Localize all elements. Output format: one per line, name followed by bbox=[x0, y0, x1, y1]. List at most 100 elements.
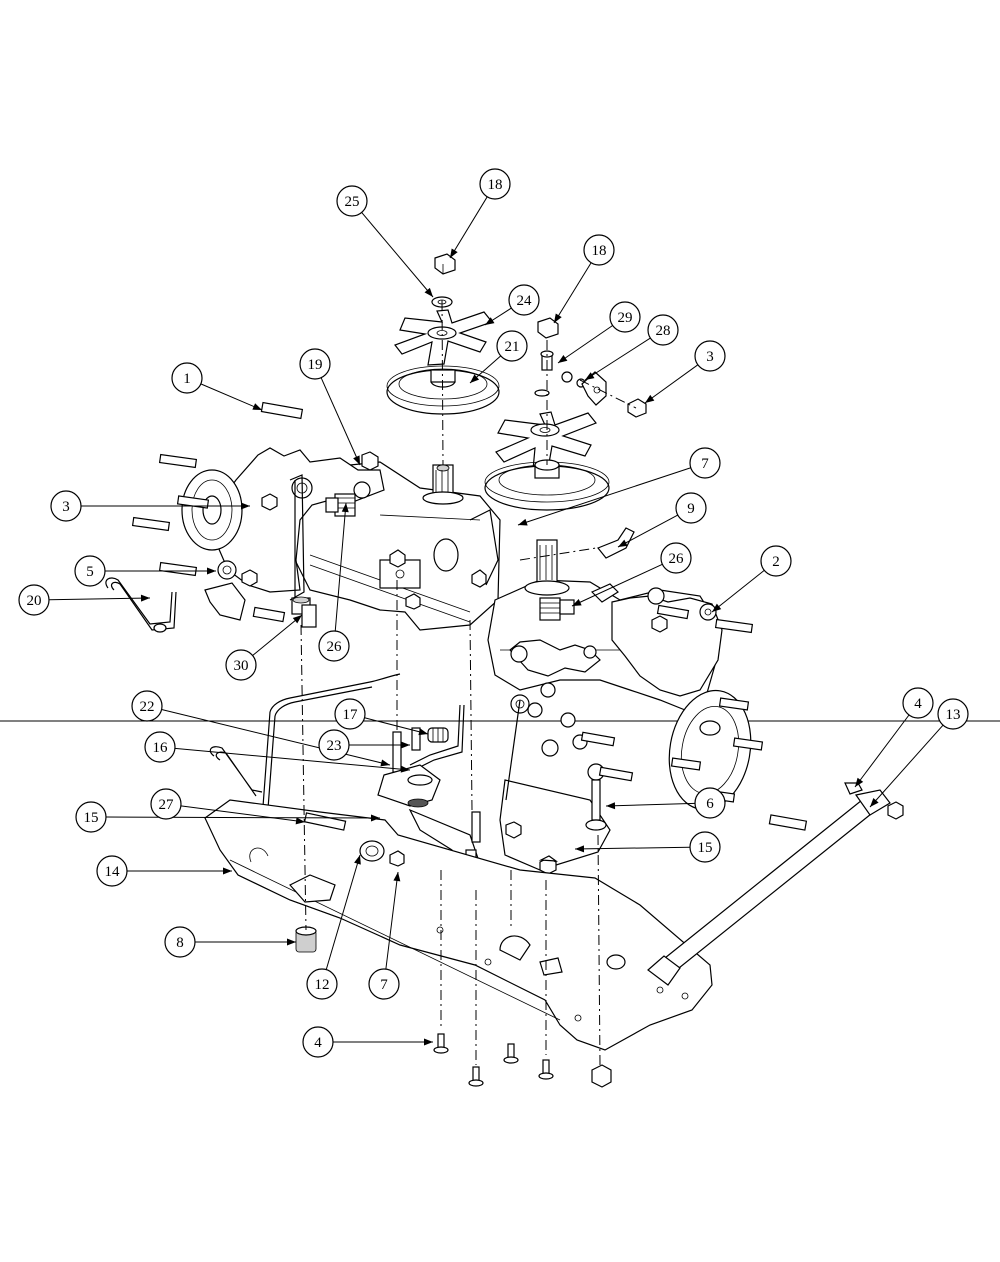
callout-12: 12 bbox=[306, 854, 361, 1000]
leader-line bbox=[854, 714, 910, 788]
base-plate bbox=[204, 799, 713, 1051]
callout-circle bbox=[302, 1026, 334, 1058]
leader-line bbox=[320, 377, 361, 466]
callout-circle bbox=[609, 301, 641, 333]
callout-8: 8 bbox=[164, 926, 296, 958]
callout-29: 29 bbox=[557, 301, 641, 364]
arrowhead bbox=[207, 567, 216, 575]
callout-27: 27 bbox=[150, 788, 306, 825]
arrowhead bbox=[252, 403, 262, 410]
leader-line bbox=[605, 802, 696, 807]
arrowhead bbox=[418, 728, 428, 736]
callout-circle bbox=[647, 314, 679, 346]
leader-line bbox=[48, 597, 151, 601]
callout-number: 7 bbox=[701, 456, 709, 472]
callout-number: 12 bbox=[315, 977, 330, 993]
callout-number: 25 bbox=[345, 194, 360, 210]
callout-number: 18 bbox=[488, 177, 503, 193]
callout-number: 15 bbox=[84, 810, 99, 826]
callout-circle bbox=[144, 731, 176, 763]
callout-4: 4 bbox=[302, 1026, 433, 1058]
callout-number: 20 bbox=[27, 593, 42, 609]
callout-circle bbox=[225, 649, 257, 681]
arrowhead bbox=[370, 814, 380, 822]
arrowhead bbox=[870, 797, 879, 807]
callout-28: 28 bbox=[584, 314, 679, 381]
callout-24: 24 bbox=[484, 284, 540, 326]
arrowhead bbox=[393, 872, 401, 882]
right-transaxle bbox=[487, 527, 808, 831]
callout-circle bbox=[299, 348, 331, 380]
arrowhead bbox=[606, 802, 616, 810]
callout-circle bbox=[689, 447, 721, 479]
callout-3: 3 bbox=[644, 340, 726, 404]
arrowhead bbox=[241, 502, 250, 510]
callout-13: 13 bbox=[869, 698, 969, 808]
arrowhead bbox=[450, 248, 458, 258]
pulley-second bbox=[484, 459, 610, 511]
callout-30: 30 bbox=[225, 614, 303, 681]
callout-15: 15 bbox=[75, 801, 381, 833]
callout-19: 19 bbox=[299, 348, 361, 466]
top-nut bbox=[431, 253, 456, 308]
callout-22: 22 bbox=[131, 690, 391, 767]
callout-number: 17 bbox=[343, 707, 359, 723]
callout-16: 16 bbox=[144, 731, 411, 773]
leader-line bbox=[361, 212, 434, 298]
callout-number: 23 bbox=[327, 738, 342, 754]
arrowhead bbox=[575, 845, 585, 853]
parts-drawing bbox=[105, 253, 904, 1088]
callout-circle bbox=[18, 584, 50, 616]
callout-26: 26 bbox=[318, 502, 350, 662]
control-rod-left bbox=[105, 577, 177, 633]
callout-number: 8 bbox=[176, 935, 184, 951]
leader-line bbox=[553, 262, 592, 324]
spacer bbox=[295, 926, 317, 953]
arrowhead bbox=[518, 518, 528, 526]
callout-number: 13 bbox=[946, 707, 961, 723]
callout-18: 18 bbox=[449, 168, 511, 259]
callout-number: 27 bbox=[159, 797, 175, 813]
arrowhead bbox=[618, 539, 628, 547]
arrowhead bbox=[712, 603, 722, 612]
callout-2: 2 bbox=[711, 545, 792, 613]
callout-circle bbox=[368, 968, 400, 1000]
arrowhead bbox=[572, 599, 582, 606]
callout-circle bbox=[74, 555, 106, 587]
callout-circle bbox=[760, 545, 792, 577]
arrowhead bbox=[380, 759, 390, 767]
callout-number: 6 bbox=[706, 796, 714, 812]
callout-number: 14 bbox=[105, 864, 121, 880]
arrowhead bbox=[401, 741, 410, 749]
alignment-lines bbox=[300, 299, 637, 1066]
leader-line bbox=[105, 816, 381, 819]
callout-4: 4 bbox=[854, 687, 934, 788]
callout-number: 21 bbox=[505, 339, 520, 355]
callout-21: 21 bbox=[469, 330, 528, 384]
leader-line bbox=[325, 854, 361, 970]
callout-circle bbox=[937, 698, 969, 730]
callout-circle bbox=[318, 630, 350, 662]
second-fan-hardware bbox=[534, 317, 647, 418]
callout-circle bbox=[508, 284, 540, 316]
callout-circle bbox=[694, 340, 726, 372]
callout-circle bbox=[660, 542, 692, 574]
cooling-fan-top bbox=[394, 309, 494, 366]
leader-line bbox=[180, 805, 306, 823]
callout-circle bbox=[50, 490, 82, 522]
callout-number: 4 bbox=[914, 696, 922, 712]
callout-number: 2 bbox=[772, 554, 780, 570]
callout-number: 26 bbox=[327, 639, 343, 655]
callout-number: 18 bbox=[592, 243, 607, 259]
callout-circle bbox=[306, 968, 338, 1000]
callout-number: 16 bbox=[153, 740, 169, 756]
arrowhead bbox=[341, 503, 349, 513]
callout-number: 29 bbox=[618, 310, 633, 326]
callout-17: 17 bbox=[334, 698, 429, 736]
callout-1: 1 bbox=[171, 362, 263, 411]
leader-line bbox=[385, 871, 399, 970]
callout-circle bbox=[496, 330, 528, 362]
callout-circle bbox=[150, 788, 182, 820]
arrowhead bbox=[485, 317, 495, 325]
arrowhead bbox=[353, 455, 360, 465]
